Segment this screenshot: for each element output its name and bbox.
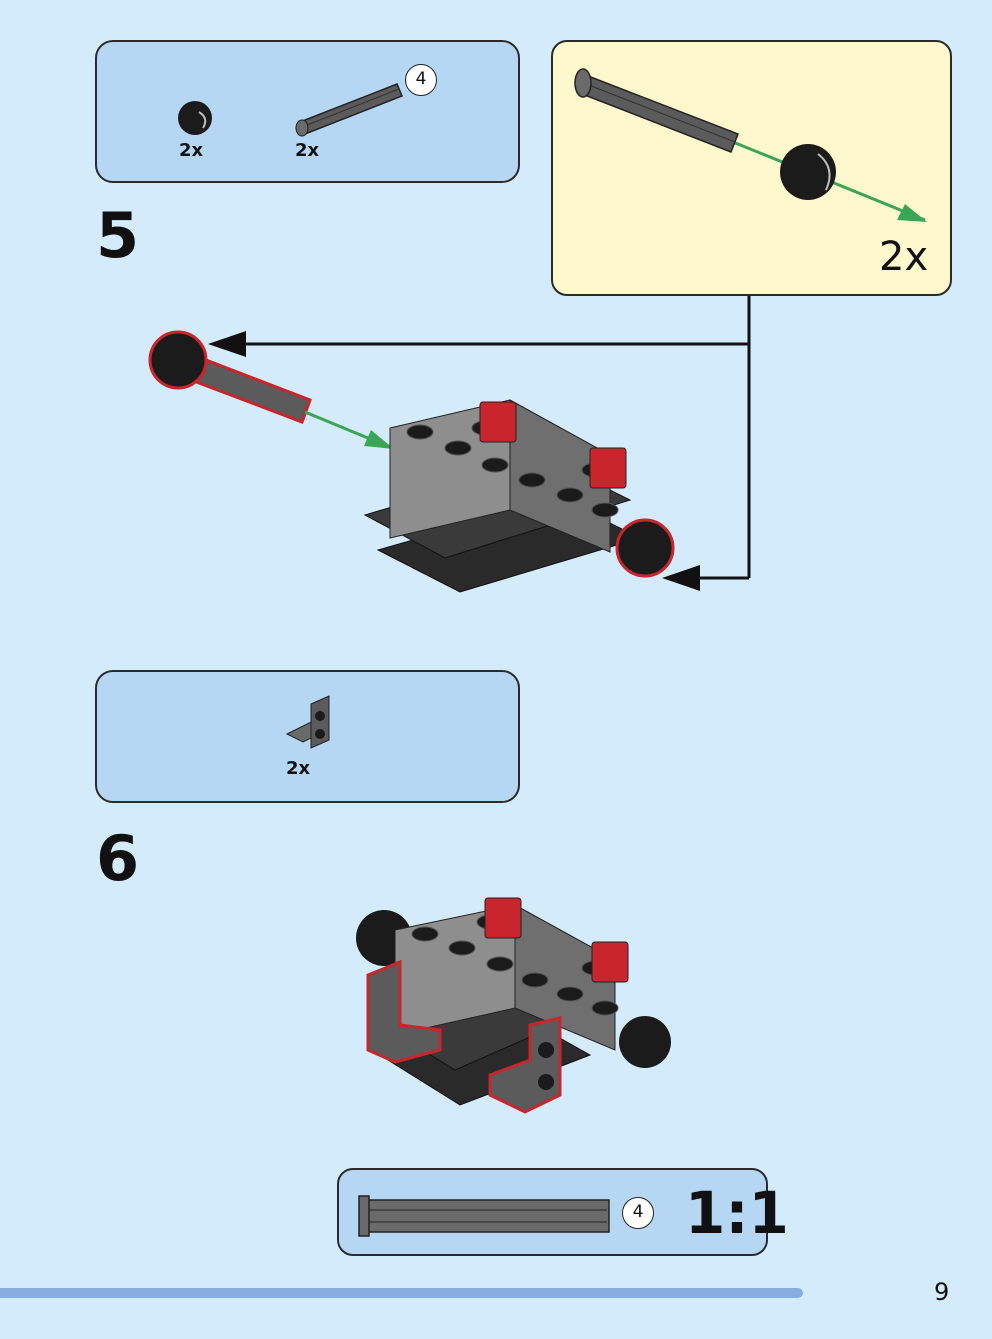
axle-length-badge: 4 [405, 64, 437, 96]
axle-scale-icon [358, 1195, 610, 1237]
step-number-5: 5 [96, 199, 140, 272]
step6-model-illustration [356, 897, 671, 1114]
progress-bar-fill [0, 1288, 803, 1298]
callout-connector [208, 296, 751, 591]
scale-length-badge: 4 [622, 1197, 654, 1229]
bracket-icon [285, 695, 330, 749]
arrow-left-top-icon [208, 331, 246, 357]
callout-qty: 2x [879, 234, 929, 280]
axle-qty: 2x [295, 140, 320, 161]
arrow-left-bottom-icon [662, 565, 700, 591]
axle-icon [295, 83, 403, 137]
sub-assembly-callout: 2x [551, 40, 952, 296]
ball-joint-icon [178, 101, 212, 135]
page-number: 9 [934, 1278, 950, 1306]
step6-parts-box: 2x [95, 670, 520, 803]
scale-ratio-label: 1:1 [685, 1179, 789, 1247]
bracket-qty: 2x [286, 758, 311, 779]
ball-joint-qty: 2x [179, 140, 204, 161]
step5-parts-box: 2x 2x 4 [95, 40, 520, 183]
progress-bar [0, 1288, 892, 1298]
scale-check-box: 4 1:1 [337, 1168, 789, 1256]
step-number-6: 6 [96, 822, 140, 895]
callout-axle-into-ball-icon [574, 68, 927, 222]
step5-model-illustration [148, 330, 675, 593]
